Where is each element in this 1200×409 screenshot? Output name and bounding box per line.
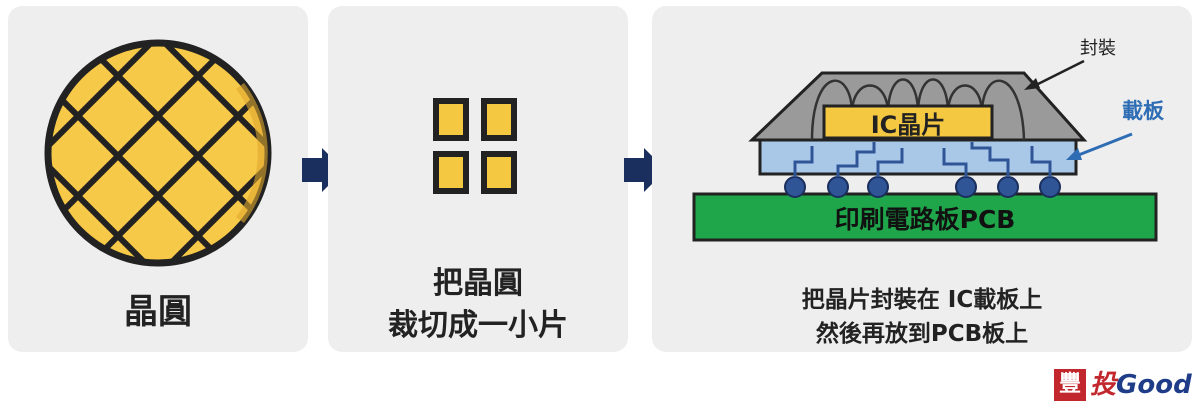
chip-square [481,98,517,141]
diced-chips-illustration [433,98,517,194]
logo-mark: 豐 [1054,369,1086,401]
cut-caption-line2: 裁切成一小片 [388,308,568,343]
cut-panel: 把晶圓 裁切成一小片 [328,6,628,352]
ic-chip-label: IC晶片 [871,111,946,139]
wafer-illustration [44,39,272,267]
package-panel: IC晶片 印刷電路板PCB 封裝 載板 把晶片封裝在 IC載板上 然後再放到PC… [652,6,1192,352]
arrow-right-icon [624,148,666,192]
substrate-traces [793,142,1052,177]
package-caption-line2: 然後再放到PCB板上 [815,321,1029,347]
substrate-pointer-head [1066,148,1082,160]
arrow-right-icon [302,148,344,192]
pcb-label: 印刷電路板PCB [835,205,1016,234]
pcb-board [692,192,1158,242]
substrate-label: 載板 [1122,99,1165,123]
wafer-panel: 晶圓 [8,6,308,352]
ic-chip [822,104,994,140]
chip-square [481,151,517,194]
logo-text-a: 投 [1090,370,1117,400]
brand-logo: 豐 投Good [1054,368,1192,402]
logo-text-b: Good [1116,370,1192,400]
substrate-pointer [1075,132,1133,158]
package-pointer-head [1024,78,1040,90]
bond-wires [810,78,1026,141]
solder-balls [784,176,1061,198]
cut-caption-line1: 把晶圓 [433,266,523,301]
package-illustration: IC晶片 印刷電路板PCB 封裝 載板 [692,38,1165,242]
chip-square [433,98,469,141]
wafer-caption: 晶圓 [124,292,192,332]
package-caption-line1: 把晶片封裝在 IC載板上 [801,287,1043,313]
logo-text: 投Good [1090,368,1192,402]
substrate [758,138,1078,176]
package-pointer [1033,59,1085,88]
wafer-disc [44,39,272,267]
wafer-grid [51,46,265,260]
package-label: 封裝 [1080,38,1116,59]
chip-square [433,151,469,194]
